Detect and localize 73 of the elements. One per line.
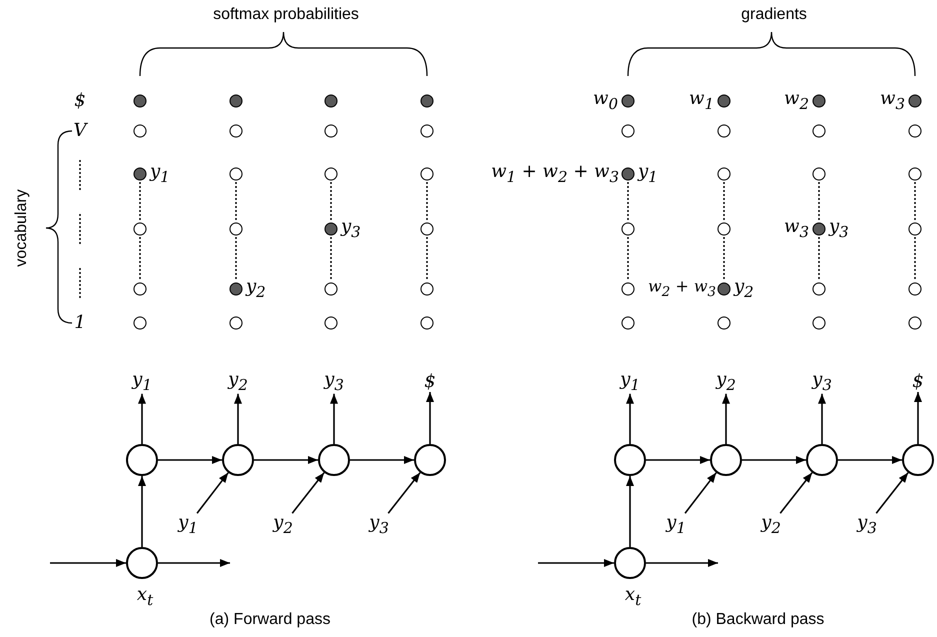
input-label: y$_{3}$ [855, 513, 879, 537]
output-label: y$_{1}$ [130, 370, 154, 394]
arrow [158, 559, 230, 567]
token-label: y$_{2}$ [734, 278, 754, 300]
circle-node [222, 444, 254, 476]
caption-text: (b) Backward pass [692, 612, 824, 628]
weight-label: w$_{1}$ + w$_{2}$ + w$_{3}$ [491, 163, 619, 185]
heading-text: softmax probabilities [213, 7, 359, 23]
arrow [742, 456, 806, 464]
output-label: y$_{2}$ [226, 370, 250, 394]
arrow [138, 394, 146, 444]
arrow [538, 559, 614, 567]
node-caption: x$_{t}$ [136, 586, 154, 608]
arrow [914, 392, 922, 444]
heading-text: gradients [741, 7, 807, 23]
weight-label: w$_{2}$ [784, 90, 809, 112]
output-label: y$_{2}$ [714, 370, 738, 394]
axis-label: vocabulary [14, 189, 30, 267]
arrow [350, 456, 414, 464]
arrow [626, 394, 634, 444]
output-label: y$_{3}$ [322, 370, 346, 394]
output-label: y$_{1}$ [618, 370, 642, 394]
arrow [388, 472, 421, 514]
circle-node [318, 444, 350, 476]
arrow [196, 472, 229, 514]
weight-label: w$_{3}$ [784, 218, 809, 240]
node-caption: x$_{t}$ [624, 586, 642, 608]
arrow [722, 394, 730, 444]
circle-node [126, 547, 158, 579]
arrow [838, 456, 902, 464]
weight-label: w$_{2}$ + w$_{3}$ [648, 278, 716, 300]
input-label: y$_{2}$ [271, 513, 295, 537]
row-label: $ [74, 92, 86, 110]
arrow [684, 472, 717, 514]
circle-node [414, 444, 446, 476]
arrow [646, 559, 718, 567]
input-label: y$_{3}$ [367, 513, 391, 537]
token-label: y$_{3}$ [341, 218, 361, 240]
circle-node [614, 547, 646, 579]
output-label: $ [422, 372, 438, 392]
circle-node [902, 444, 934, 476]
arrow [780, 472, 813, 514]
arrow [234, 394, 242, 444]
row-label: 1 [74, 314, 86, 332]
arrow [50, 559, 126, 567]
circle-node [710, 444, 742, 476]
arrow [138, 476, 146, 547]
arrow [818, 394, 826, 444]
output-label: $ [910, 372, 926, 392]
output-label: y$_{3}$ [810, 370, 834, 394]
weight-label: w$_{1}$ [689, 90, 714, 112]
token-label: y$_{3}$ [829, 218, 849, 240]
circle-node [614, 444, 646, 476]
token-label: y$_{1}$ [150, 163, 170, 185]
input-label: y$_{2}$ [759, 513, 783, 537]
weight-label: w$_{0}$ [593, 90, 618, 112]
arrow [292, 472, 325, 514]
row-label: V [74, 122, 86, 140]
circle-node [806, 444, 838, 476]
caption-text: (a) Forward pass [210, 612, 330, 628]
arrow [254, 456, 318, 464]
arrow [646, 456, 710, 464]
arrow [626, 476, 634, 547]
weight-label: w$_{3}$ [880, 90, 905, 112]
arrow [158, 456, 222, 464]
input-label: y$_{1}$ [664, 513, 688, 537]
token-label: y$_{2}$ [246, 278, 266, 300]
circle-node [126, 444, 158, 476]
arrow [330, 394, 338, 444]
arrow [876, 472, 909, 514]
arrow [426, 392, 434, 444]
input-label: y$_{1}$ [176, 513, 200, 537]
token-label: y$_{1}$ [638, 163, 658, 185]
